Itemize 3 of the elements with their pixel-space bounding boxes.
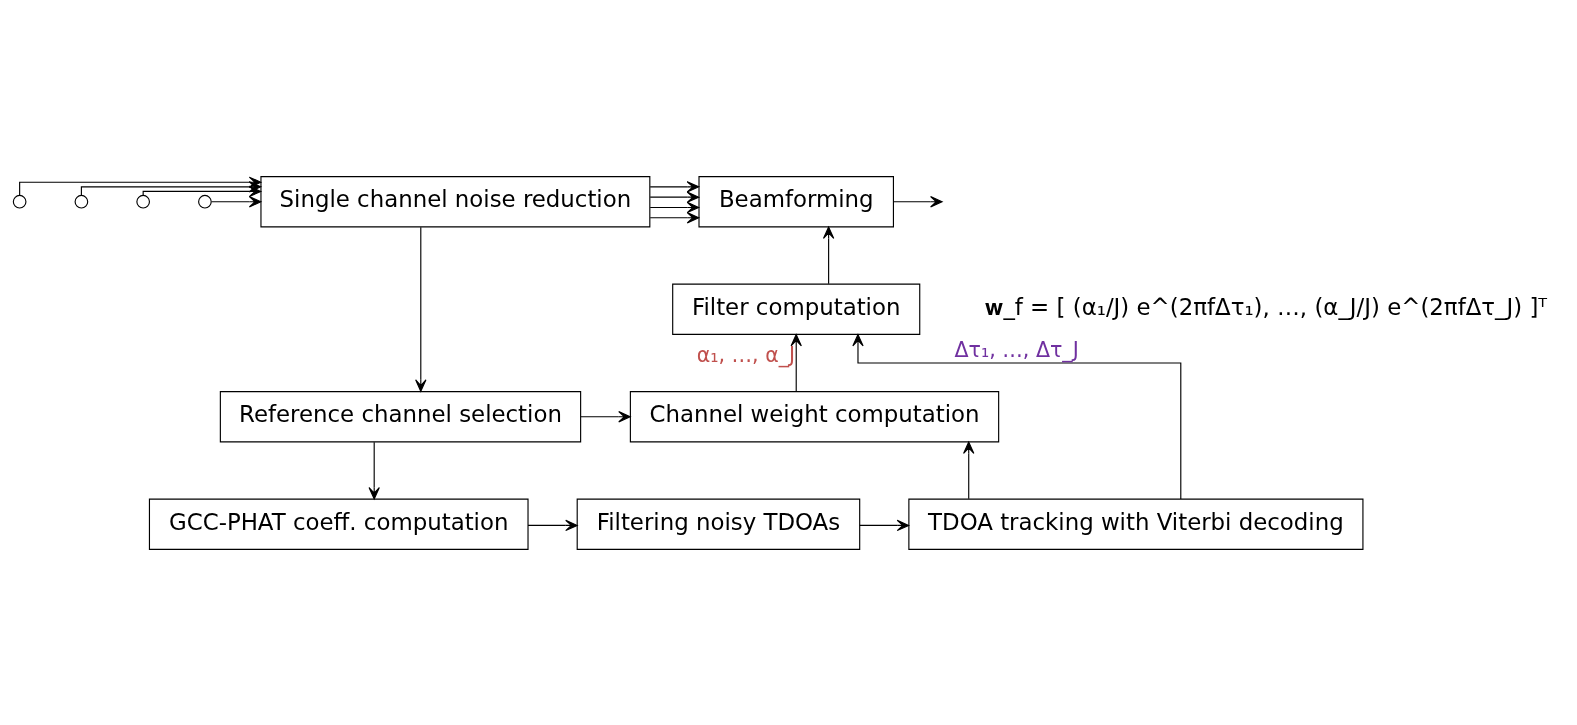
label: 𝐰_f = [ (α₁/J) e^(2πfΔτ₁), …, (α_J/J) e^(2πfΔτ_J) ]ᵀ (985, 293, 1548, 320)
edge-label: α₁, …, α_J (696, 342, 796, 367)
edge-label: Δτ₁, …, Δτ_J (954, 337, 1079, 362)
